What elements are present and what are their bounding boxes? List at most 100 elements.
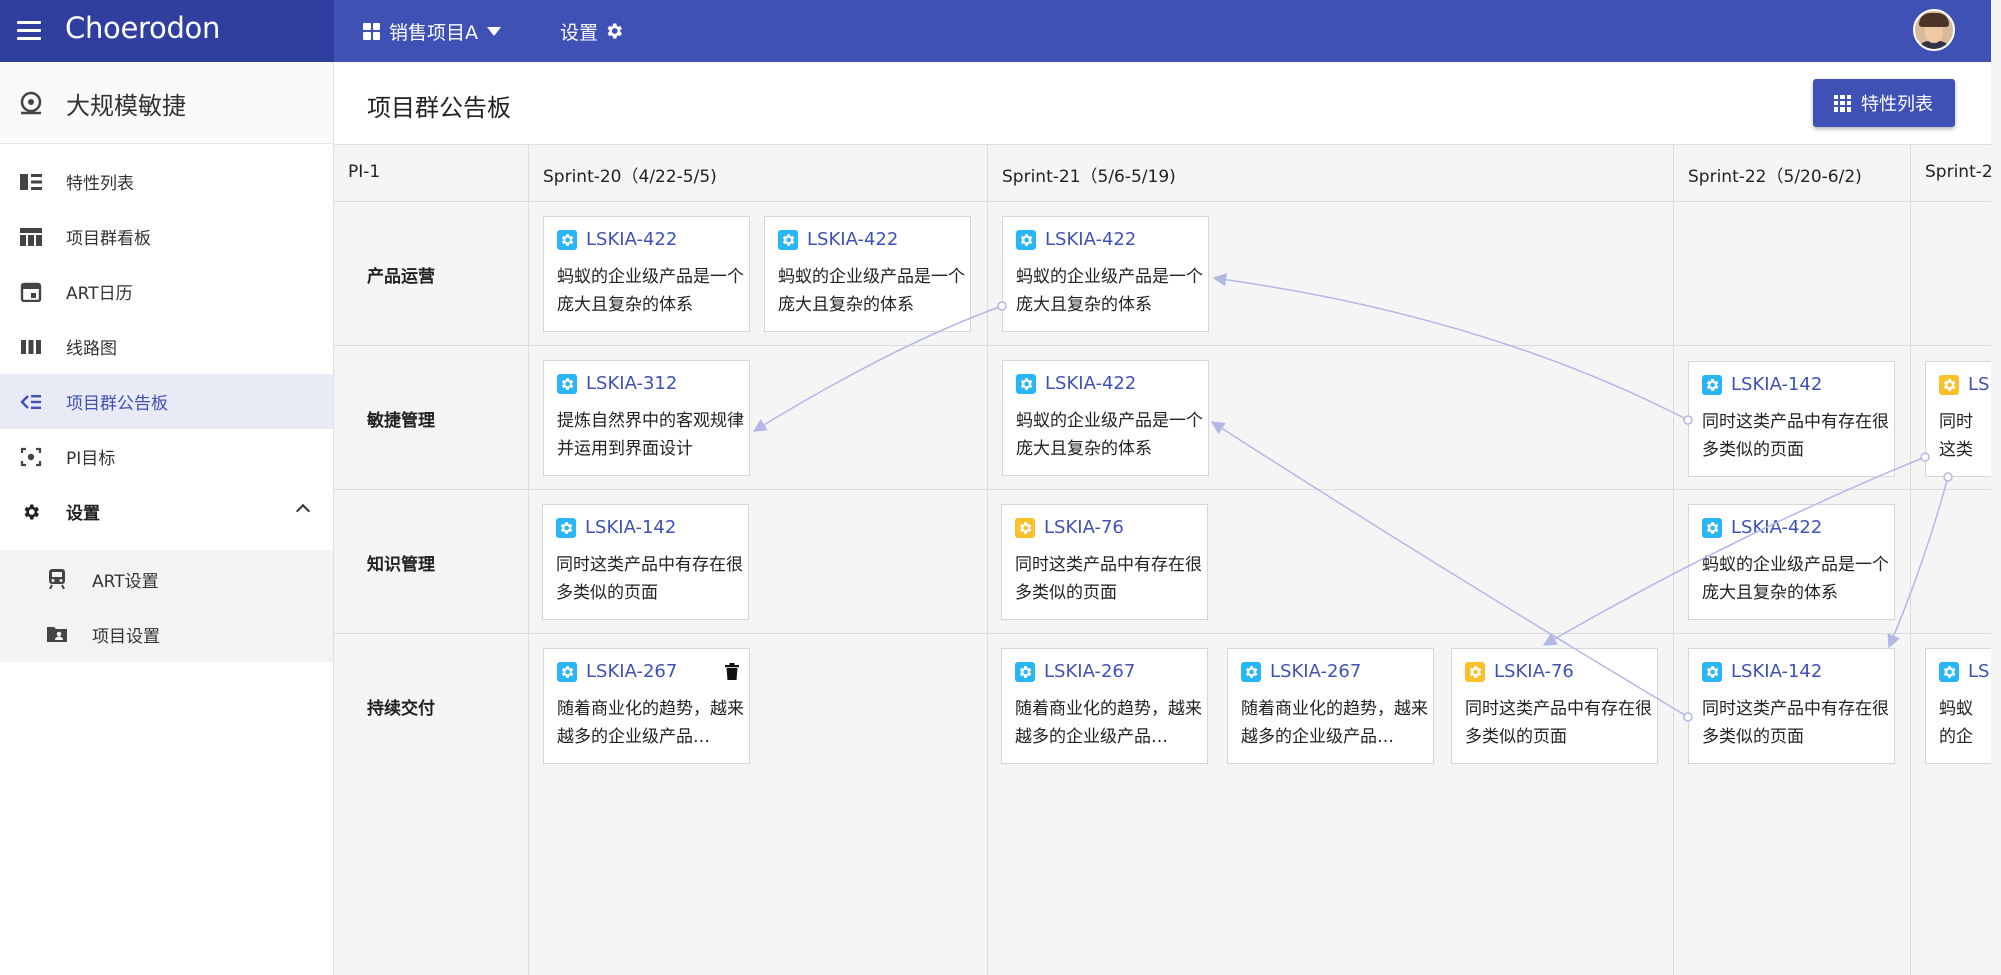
card-issue-id[interactable]: LSKIA-142	[1731, 661, 1823, 682]
card-description: 蚂蚁的企业级产品是一个庞大且复杂的体系	[778, 267, 965, 315]
apps-grid-icon	[1834, 94, 1851, 112]
card-issue-id[interactable]: LSKIA-422	[1045, 229, 1137, 250]
feature-card[interactable]: LSKIA-76 同时这类产品中有存在很多类似的页面	[1001, 504, 1208, 620]
target-icon	[20, 447, 42, 467]
team-label: 持续交付	[367, 699, 435, 719]
feature-type-icon	[1702, 662, 1722, 682]
caret-down-icon	[487, 26, 501, 36]
feature-type-icon	[1016, 230, 1036, 250]
card-description: 蚂蚁的企业级产品是一个庞大且复杂的体系	[1016, 411, 1203, 459]
card-description: 蚂蚁的企业级产品是一个庞大且复杂的体系	[1702, 555, 1889, 603]
card-description: 随着商业化的趋势，越来越多的企业级产品…	[1241, 699, 1428, 747]
sidebar-item-pi-objectives[interactable]: PI目标	[0, 429, 333, 484]
feature-card[interactable]: LSKIA-422 蚂蚁的企业级产品是一个庞大且复杂的体系	[543, 216, 750, 332]
feature-list-button-label: 特性列表	[1861, 94, 1933, 115]
top-settings-label: 设置	[560, 21, 599, 44]
board-icon	[20, 228, 42, 246]
card-description: 同时这类产品中有存在很多类似的页面	[556, 555, 743, 603]
sidebar-item-program-bulletin[interactable]: 项目群公告板	[0, 374, 333, 429]
sidebar-item-feature-list[interactable]: 特性列表	[0, 154, 333, 209]
feature-card-partial[interactable]: LS 蚂蚁的企业级产品是一个庞大且复杂的体系	[1925, 648, 1991, 764]
card-issue-id[interactable]: LSKIA-142	[1731, 374, 1823, 395]
sidebar-item-label: PI目标	[66, 449, 116, 469]
train-icon	[49, 569, 65, 589]
card-issue-id[interactable]: LSKIA-422	[586, 229, 678, 250]
card-issue-id[interactable]: LS	[1968, 661, 1990, 682]
card-description: 同时这类产品中有存在很多类似的页面	[1939, 412, 1973, 460]
sidebar-item-roadmap[interactable]: 线路图	[0, 319, 333, 374]
sidebar-item-project-settings[interactable]: 项目设置	[0, 606, 333, 661]
feature-card[interactable]: LSKIA-142 同时这类产品中有存在很多类似的页面	[542, 504, 749, 620]
sidebar-header: 大规模敏捷	[0, 62, 333, 144]
project-grid-icon	[363, 22, 380, 40]
feature-type-icon	[1465, 662, 1485, 682]
pi-header: PI-1	[334, 145, 529, 202]
feature-card[interactable]: LSKIA-76 同时这类产品中有存在很多类似的页面	[1451, 648, 1658, 764]
feature-card[interactable]: LSKIA-267 随着商业化的趋势，越来越多的企业级产品…	[1227, 648, 1434, 764]
sidebar-item-art-calendar[interactable]: ART日历	[0, 264, 333, 319]
sidebar-item-art-settings[interactable]: ART设置	[0, 551, 333, 606]
card-issue-id[interactable]: LSKIA-267	[586, 661, 678, 682]
feature-type-icon	[1702, 518, 1722, 538]
user-avatar[interactable]	[1913, 9, 1955, 51]
card-description: 蚂蚁的企业级产品是一个庞大且复杂的体系	[1016, 267, 1203, 315]
feature-card[interactable]: LSKIA-142 同时这类产品中有存在很多类似的页面	[1688, 648, 1895, 764]
program-board-grid: PI-1 Sprint-20（4/22-5/5) Sprint-21（5/6-5…	[334, 145, 1991, 975]
card-description: 同时这类产品中有存在很多类似的页面	[1465, 699, 1652, 747]
feature-card[interactable]: LSKIA-422 蚂蚁的企业级产品是一个庞大且复杂的体系	[1002, 216, 1209, 332]
agile-logo-icon	[20, 91, 42, 115]
card-issue-id[interactable]: LSKIA-267	[1044, 661, 1136, 682]
feature-type-icon	[778, 230, 798, 250]
card-issue-id[interactable]: LSKIA-76	[1494, 661, 1574, 682]
feature-type-icon	[1241, 662, 1261, 682]
sidebar-item-label: 线路图	[66, 339, 117, 359]
feature-card[interactable]: LSKIA-422 蚂蚁的企业级产品是一个庞大且复杂的体系	[764, 216, 971, 332]
feature-card[interactable]: LSKIA-267 随着商业化的趋势，越来越多的企业级产品…	[1001, 648, 1208, 764]
card-issue-id[interactable]: LS	[1968, 374, 1990, 395]
feature-card[interactable]: LSKIA-312 提炼自然界中的客观规律并运用到界面设计	[543, 360, 750, 476]
project-name: 销售项目A	[389, 21, 478, 44]
card-issue-id[interactable]: LSKIA-267	[1270, 661, 1362, 682]
sidebar-item-settings[interactable]: 设置	[0, 484, 333, 539]
sprint-header: Sprint-20（4/22-5/5)	[529, 145, 988, 202]
top-settings-button[interactable]: 设置	[560, 16, 624, 46]
team-label: 知识管理	[367, 555, 435, 575]
card-description: 同时这类产品中有存在很多类似的页面	[1015, 555, 1202, 603]
dependency-line	[1887, 476, 1949, 649]
roadmap-icon	[21, 340, 41, 354]
feature-type-icon	[1702, 375, 1722, 395]
sidebar-item-program-board[interactable]: 项目群看板	[0, 209, 333, 264]
card-issue-id[interactable]: LSKIA-76	[1044, 517, 1124, 538]
hamburger-menu-icon[interactable]	[14, 14, 48, 48]
card-description: 同时这类产品中有存在很多类似的页面	[1702, 412, 1889, 460]
card-description: 同时这类产品中有存在很多类似的页面	[1702, 699, 1889, 747]
sidebar-item-label: ART设置	[92, 572, 159, 592]
team-label: 敏捷管理	[367, 411, 435, 431]
card-issue-id[interactable]: LSKIA-142	[585, 517, 677, 538]
main-content: 项目群公告板 特性列表 PI-1 Sprint-20（4/22-5/5) Spr…	[334, 62, 1991, 975]
feature-type-icon	[1015, 662, 1035, 682]
page-header: 项目群公告板 特性列表	[334, 62, 1991, 145]
feature-type-icon	[1015, 518, 1035, 538]
feature-card[interactable]: LSKIA-422 蚂蚁的企业级产品是一个庞大且复杂的体系	[1688, 504, 1895, 620]
sprint-header: Sprint-2	[1911, 145, 1991, 202]
card-issue-id[interactable]: LSKIA-422	[1045, 373, 1137, 394]
card-description: 提炼自然界中的客观规律并运用到界面设计	[557, 411, 744, 459]
project-selector[interactable]: 销售项目A	[363, 16, 501, 46]
card-issue-id[interactable]: LSKIA-422	[1731, 517, 1823, 538]
feature-list-button[interactable]: 特性列表	[1813, 79, 1955, 127]
card-issue-id[interactable]: LSKIA-312	[586, 373, 678, 394]
sidebar-item-label: 项目群看板	[66, 229, 151, 249]
dependency-line	[1212, 272, 1689, 421]
feature-list-icon	[20, 174, 42, 190]
feature-type-icon	[557, 230, 577, 250]
trash-icon[interactable]	[725, 663, 739, 680]
feature-type-icon	[1939, 375, 1959, 395]
card-description: 蚂蚁的企业级产品是一个庞大且复杂的体系	[557, 267, 744, 315]
feature-card[interactable]: LSKIA-422 蚂蚁的企业级产品是一个庞大且复杂的体系	[1002, 360, 1209, 476]
feature-card[interactable]: LSKIA-142 同时这类产品中有存在很多类似的页面	[1688, 361, 1895, 477]
feature-card[interactable]: LSKIA-267 随着商业化的趋势，越来越多的企业级产品…	[543, 648, 750, 764]
feature-card-partial[interactable]: LS 同时这类产品中有存在很多类似的页面	[1925, 361, 1991, 477]
card-issue-id[interactable]: LSKIA-422	[807, 229, 899, 250]
feature-type-icon	[1016, 374, 1036, 394]
